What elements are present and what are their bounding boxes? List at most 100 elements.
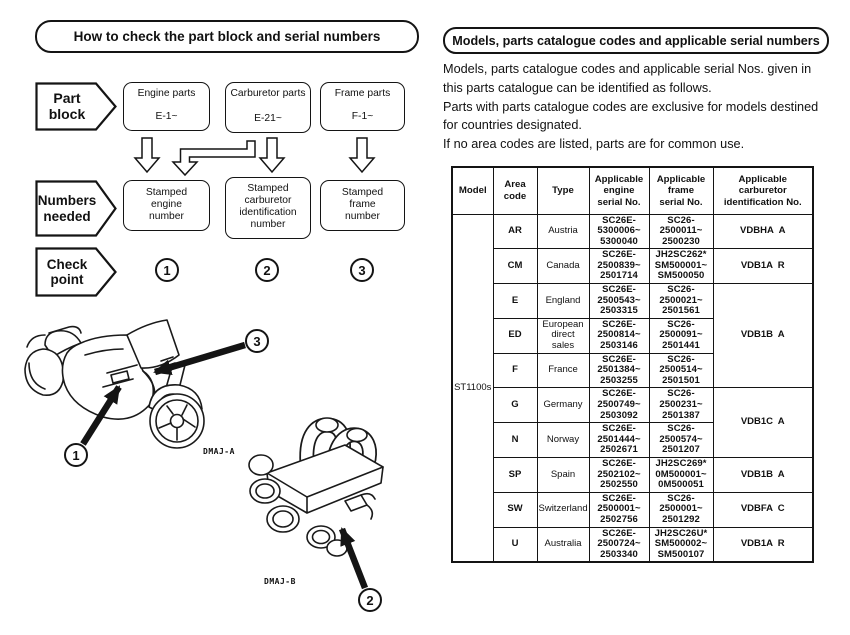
carburetor-id-cell: VDBHA A bbox=[712, 213, 814, 250]
callout-arrows bbox=[80, 341, 369, 590]
frame-parts-box: Frame parts F-1~ bbox=[320, 82, 405, 131]
engine-parts-name: Engine parts bbox=[137, 88, 196, 99]
carburetor-id-cell: VDB1C A bbox=[712, 387, 814, 458]
table-row: ED European direct sales SC26E- 2500814~… bbox=[452, 317, 813, 354]
stamped-frame-number-box: Stamped frame number bbox=[320, 180, 405, 231]
down-arrow-icon bbox=[133, 137, 161, 174]
frame-serial-cell: JH2SC26U* SM500002~ SM500107 bbox=[648, 526, 714, 563]
pentagon-shape bbox=[35, 82, 117, 131]
type-cell: Austria bbox=[536, 213, 590, 250]
col-header-area: Area code bbox=[492, 166, 538, 215]
check-point-1-badge: 1 bbox=[155, 258, 179, 282]
engine-serial-cell: SC26E- 2500839~ 2501714 bbox=[588, 248, 650, 285]
frame-serial-cell: SC26- 2500574~ 2501207 bbox=[648, 422, 714, 458]
area-code-cell: AR bbox=[492, 213, 538, 250]
area-code-cell: SP bbox=[492, 456, 538, 493]
col-header-frame: Applicable frame serial No. bbox=[648, 166, 714, 215]
area-code-cell: F bbox=[492, 352, 538, 389]
figures-illustration bbox=[24, 319, 384, 590]
left-section-title: How to check the part block and serial n… bbox=[35, 20, 419, 53]
type-cell: Spain bbox=[536, 456, 590, 493]
table-row: N Norway SC26E- 2501444~ 2502671 SC26- 2… bbox=[452, 422, 813, 458]
area-code-cell: SW bbox=[492, 491, 538, 528]
table-row: G Germany SC26E- 2500749~ 2503092 SC26- … bbox=[452, 387, 814, 458]
check-point-pointer: Check point bbox=[35, 247, 117, 297]
carburetor-parts-box: Carburetor parts E-21~ bbox=[225, 82, 311, 133]
frame-serial-cell: SC26- 2500091~ 2501441 bbox=[648, 317, 714, 354]
check-point-3-badge: 3 bbox=[350, 258, 374, 282]
frame-serial-cell: JH2SC262* SM500001~ SM500050 bbox=[648, 248, 714, 285]
carburetor-id-cell: VDB1A R bbox=[712, 248, 814, 285]
callout-arrow-engine bbox=[80, 385, 122, 446]
serial-numbers-table: Model Area code Type Applicable engine s… bbox=[451, 166, 814, 564]
numbers-needed-label: Numbers needed bbox=[37, 193, 97, 224]
stamped-engine-number-box: Stamped engine number bbox=[123, 180, 210, 231]
part-block-pointer: Part block bbox=[35, 82, 117, 131]
stamped-carburetor-number-box: Stamped carburetor identification number bbox=[225, 177, 311, 239]
type-cell: Australia bbox=[536, 526, 590, 563]
area-code-cell: N bbox=[492, 422, 538, 458]
engine-serial-cell: SC26E- 2500814~ 2503146 bbox=[588, 317, 650, 354]
area-code-cell: E bbox=[492, 283, 538, 319]
engine-serial-cell: SC26E- 2501384~ 2503255 bbox=[588, 352, 650, 389]
callout-3-badge: 3 bbox=[245, 329, 269, 353]
table-row: E England SC26E- 2500543~ 2503315 SC26- … bbox=[452, 283, 814, 389]
frame-parts-name: Frame parts bbox=[334, 88, 391, 99]
pentagon-shape bbox=[35, 247, 117, 297]
check-point-label: Check point bbox=[46, 256, 88, 288]
col-header-engine: Applicable engine serial No. bbox=[588, 166, 650, 215]
carburetor-id-cell: VDB1B A bbox=[712, 456, 814, 493]
type-cell: European direct sales bbox=[536, 317, 590, 354]
area-code-cell: U bbox=[492, 526, 538, 563]
down-arrow-icon bbox=[258, 137, 286, 174]
type-cell: Germany bbox=[536, 387, 590, 424]
carburetor-parts-name: Carburetor parts bbox=[230, 88, 306, 99]
carburetor-id-cell: VDB1A R bbox=[712, 526, 814, 563]
type-cell: Switzerland bbox=[536, 491, 590, 528]
engine-parts-box: Engine parts E-1~ bbox=[123, 82, 210, 131]
intro-paragraph: Models, parts catalogue codes and applic… bbox=[443, 62, 819, 152]
engine-serial-cell: SC26E- 2502102~ 2502550 bbox=[588, 456, 650, 493]
model-cell: ST1100s bbox=[451, 213, 494, 563]
frame-serial-cell: SC26- 2500001~ 2501292 bbox=[648, 491, 714, 528]
callout-1-badge: 1 bbox=[64, 443, 88, 467]
down-arrow-icon bbox=[348, 137, 376, 174]
carburetor-parts-code: E-21~ bbox=[254, 113, 282, 124]
area-code-cell: G bbox=[492, 387, 538, 424]
frame-serial-cell: SC26- 2500011~ 2500230 bbox=[648, 213, 714, 250]
area-code-cell: CM bbox=[492, 248, 538, 285]
bent-arrow-icon bbox=[171, 140, 256, 177]
flow-arrows bbox=[133, 137, 376, 177]
engine-serial-cell: SC26E- 2500543~ 2503315 bbox=[588, 283, 650, 319]
numbers-needed-pointer: Numbers needed bbox=[35, 180, 117, 237]
motorcycle-figure bbox=[24, 319, 205, 449]
col-header-carb: Applicable carburetor identification No. bbox=[712, 166, 814, 215]
type-cell: England bbox=[536, 283, 590, 319]
engine-serial-cell: SC26E- 2500001~ 2502756 bbox=[588, 491, 650, 528]
type-cell: Norway bbox=[536, 422, 590, 458]
carburetor-id-cell: VDBFA C bbox=[712, 491, 814, 528]
figure-code-motorcycle: DMAJ-A bbox=[203, 447, 235, 456]
pentagon-shape bbox=[35, 180, 117, 237]
part-block-label: Part block bbox=[48, 90, 86, 122]
engine-serial-cell: SC26E- 2500724~ 2503340 bbox=[588, 526, 650, 563]
table-row: SW Switzerland SC26E- 2500001~ 2502756 S… bbox=[452, 491, 814, 528]
carburetor-figure bbox=[248, 417, 384, 557]
right-section-title: Models, parts catalogue codes and applic… bbox=[443, 27, 829, 54]
table-header-row: Model Area code Type Applicable engine s… bbox=[451, 166, 814, 215]
type-cell: France bbox=[536, 352, 590, 389]
frame-serial-cell: SC26- 2500021~ 2501561 bbox=[648, 283, 714, 319]
callout-2-badge: 2 bbox=[358, 588, 382, 612]
engine-parts-code: E-1~ bbox=[155, 111, 178, 122]
engine-serial-cell: SC26E- 5300006~ 5300040 bbox=[588, 213, 650, 250]
table-row: ST1100s AR Austria SC26E- 5300006~ 53000… bbox=[451, 213, 814, 563]
type-cell: Canada bbox=[536, 248, 590, 285]
table-row: SP Spain SC26E- 2502102~ 2502550 JH2SC26… bbox=[452, 456, 814, 493]
engine-serial-cell: SC26E- 2501444~ 2502671 bbox=[588, 422, 650, 458]
table-row: F France SC26E- 2501384~ 2503255 SC26- 2… bbox=[452, 352, 813, 389]
frame-parts-code: F-1~ bbox=[351, 111, 374, 122]
table-row: U Australia SC26E- 2500724~ 2503340 JH2S… bbox=[452, 526, 814, 563]
col-header-model: Model bbox=[451, 166, 494, 215]
col-header-type: Type bbox=[536, 166, 590, 215]
